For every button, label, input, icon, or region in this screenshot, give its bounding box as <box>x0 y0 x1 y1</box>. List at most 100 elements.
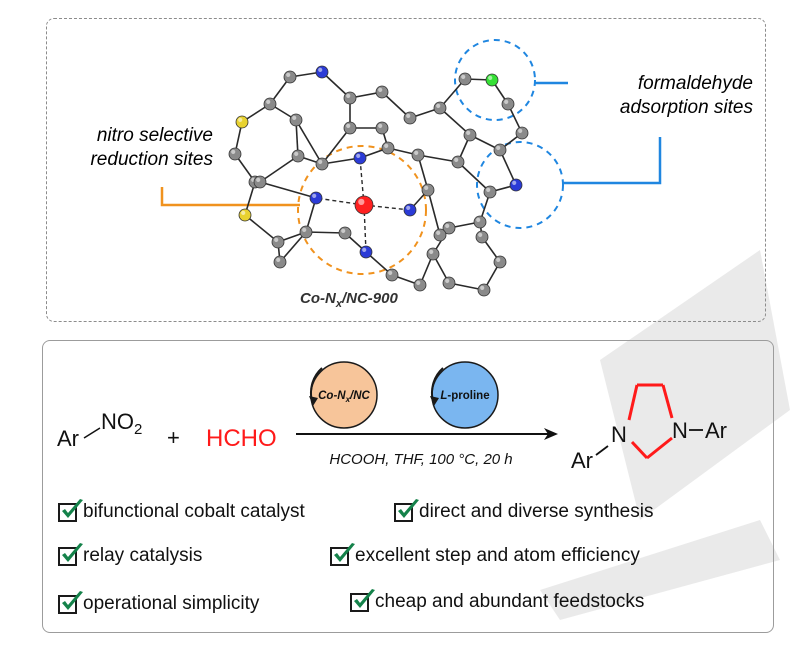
atom-highlight <box>341 228 346 233</box>
svg-text:N: N <box>611 422 627 447</box>
atom-highlight <box>241 210 246 215</box>
atom-highlight <box>488 75 493 80</box>
bond <box>259 181 317 199</box>
atom-highlight <box>356 153 361 158</box>
check-icon <box>58 590 83 614</box>
atom-highlight <box>445 278 450 283</box>
atom-highlight <box>406 205 411 210</box>
hcho-reactant: HCHO <box>206 425 277 452</box>
bond <box>427 189 441 236</box>
nitro-site-label-line1: nitro selective <box>96 125 213 146</box>
atom-highlight <box>476 217 481 222</box>
atom-highlight <box>286 72 291 77</box>
nitro-site-circle <box>297 145 427 275</box>
plus-sign: + <box>167 425 180 450</box>
bond <box>259 155 299 183</box>
imidazolidine-product: N N Ar Ar <box>571 383 727 473</box>
nitro-site-callout-line <box>160 187 300 207</box>
atom-highlight <box>416 280 421 285</box>
atom-highlight <box>346 123 351 128</box>
atom-highlight <box>274 237 279 242</box>
feature-direct-synthesis: direct and diverse synthesis <box>394 498 653 523</box>
nitro-site-label-line2: reduction sites <box>90 149 213 170</box>
atom-highlight <box>302 227 307 232</box>
atom-highlight <box>480 285 485 290</box>
bond <box>417 154 459 163</box>
atom-highlight <box>292 115 297 120</box>
atom-highlight <box>231 149 236 154</box>
atom-highlight <box>504 99 509 104</box>
check-icon <box>58 542 83 566</box>
co-catalyst-cycle: Co-Nx/NC <box>309 361 378 429</box>
formaldehyde-site-label-line2: adsorption sites <box>619 97 753 118</box>
product-ar-left: Ar <box>571 448 593 473</box>
atom-highlight <box>445 223 450 228</box>
atom-highlight <box>318 67 323 72</box>
check-icon <box>330 542 355 566</box>
bond <box>244 214 279 243</box>
catalyst-structure-panel <box>46 18 766 322</box>
check-icon <box>350 588 375 612</box>
formaldehyde-site-label-line1: formaldehyde <box>637 73 753 94</box>
atom-highlight <box>466 130 471 135</box>
reaction-panel <box>42 340 774 633</box>
formaldehyde-site-callout-line-2 <box>563 137 662 185</box>
feature-step-atom-efficiency: excellent step and atom efficiency <box>330 542 640 567</box>
svg-text:N: N <box>672 418 688 443</box>
atom-highlight <box>414 150 419 155</box>
bond <box>457 161 491 193</box>
check-icon <box>394 498 419 522</box>
atom-highlight <box>266 99 271 104</box>
atom-highlight <box>378 87 383 92</box>
atom-highlight <box>478 232 483 237</box>
atom-highlight <box>238 117 243 122</box>
bond <box>279 231 307 263</box>
atom-highlight <box>318 159 323 164</box>
reaction-conditions: HCOOH, THF, 100 °C, 20 h <box>329 451 512 468</box>
atom-highlight <box>384 143 389 148</box>
atom-highlight <box>512 180 517 185</box>
feature-bifunctional: bifunctional cobalt catalyst <box>58 498 305 523</box>
atom-highlight <box>362 247 367 252</box>
atom-highlight <box>436 103 441 108</box>
formaldehyde-site-label: formaldehyde adsorption sites <box>573 72 753 120</box>
bond <box>321 127 351 165</box>
atom-highlight <box>496 145 501 150</box>
svg-text:L-proline: L-proline <box>440 390 489 402</box>
bond <box>321 157 361 165</box>
svg-text:Co-Nx/NC: Co-Nx/NC <box>318 390 370 404</box>
atom-highlight <box>388 270 393 275</box>
atom-highlight <box>276 257 281 262</box>
atom-highlight <box>378 123 383 128</box>
atom-highlight <box>436 230 441 235</box>
feature-relay-catalysis: relay catalysis <box>58 542 202 567</box>
proline-catalyst-cycle: L-proline <box>430 361 499 429</box>
atom-highlight <box>424 185 429 190</box>
bond <box>439 107 471 136</box>
bond <box>499 149 517 186</box>
feature-operational-simplicity: operational simplicity <box>58 590 259 615</box>
bond <box>305 231 346 234</box>
atom-highlight <box>346 93 351 98</box>
catalyst-caption: Co-Nx/NC-900 <box>300 290 398 310</box>
atom-highlight <box>294 151 299 156</box>
feature-cheap-feedstocks: cheap and abundant feedstocks <box>350 588 644 613</box>
atom-highlight <box>518 128 523 133</box>
product-ar-right: Ar <box>705 418 727 443</box>
atom-highlight <box>496 257 501 262</box>
atom-highlight <box>312 193 317 198</box>
atom-highlight <box>406 113 411 118</box>
bond <box>295 119 323 165</box>
catalyst-molecule <box>160 39 662 297</box>
check-icon <box>58 498 83 522</box>
atom-highlight <box>358 198 365 206</box>
nitro-site-label: nitro selective reduction sites <box>58 124 213 172</box>
atom-highlight <box>429 249 434 254</box>
reactant-no2: NO2 <box>101 409 142 438</box>
formaldehyde-site-circle-1 <box>454 39 536 121</box>
formaldehyde-site-circle-2 <box>476 141 564 229</box>
reactant-ar: Ar <box>57 426 79 451</box>
atom-highlight <box>486 187 491 192</box>
atom-highlight <box>256 177 261 182</box>
